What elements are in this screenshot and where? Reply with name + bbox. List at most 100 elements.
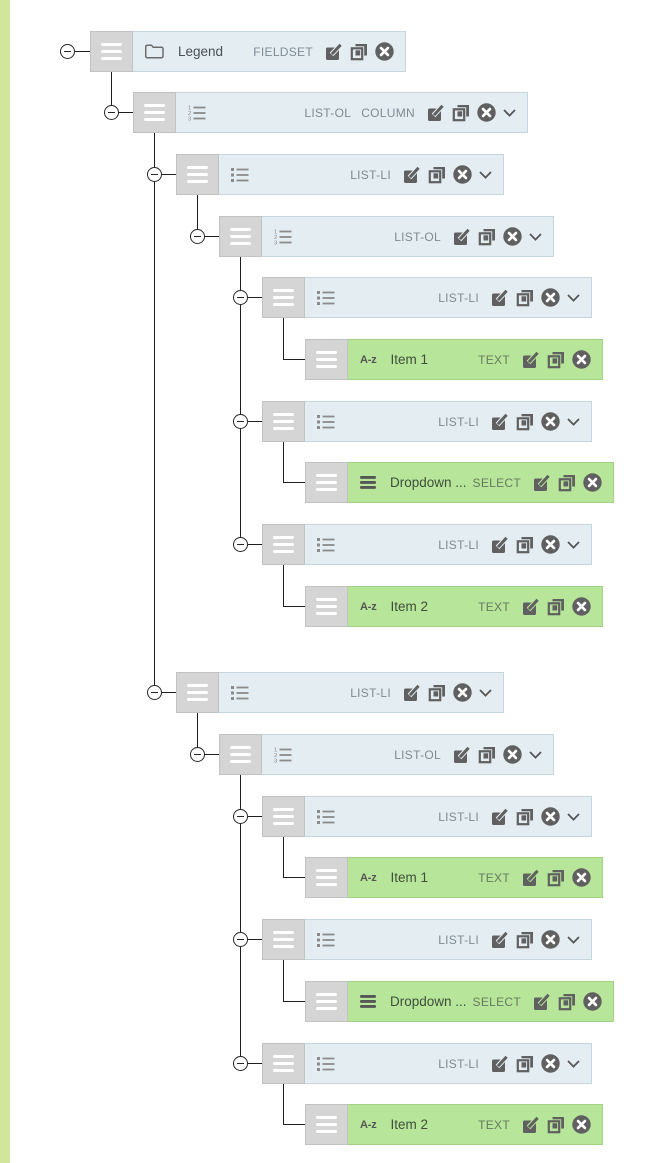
drag-handle[interactable]	[262, 919, 305, 960]
delete-icon[interactable]	[572, 597, 591, 616]
edit-icon[interactable]	[403, 684, 421, 702]
edit-icon[interactable]	[491, 808, 509, 826]
chevron-down-icon[interactable]	[529, 233, 542, 241]
edit-icon[interactable]	[491, 413, 509, 431]
delete-icon[interactable]	[477, 103, 496, 122]
copy-icon[interactable]	[516, 808, 534, 826]
delete-icon[interactable]	[503, 227, 522, 246]
copy-icon[interactable]	[350, 43, 368, 61]
delete-icon[interactable]	[541, 1054, 560, 1073]
collapse-toggle[interactable]	[147, 685, 162, 700]
delete-icon[interactable]	[583, 473, 602, 492]
drag-handle[interactable]	[262, 277, 305, 318]
drag-handle[interactable]	[176, 672, 219, 713]
drag-handle[interactable]	[262, 1043, 305, 1084]
copy-icon[interactable]	[478, 228, 496, 246]
edit-icon[interactable]	[427, 104, 445, 122]
copy-icon[interactable]	[547, 869, 565, 887]
edit-icon[interactable]	[491, 536, 509, 554]
chevron-down-icon[interactable]	[503, 109, 516, 117]
tree-node-text: A-z Item 1 TEXT	[305, 339, 603, 380]
copy-icon[interactable]	[516, 289, 534, 307]
copy-icon[interactable]	[516, 536, 534, 554]
drag-handle[interactable]	[305, 981, 348, 1022]
left-accent-strip	[0, 0, 10, 1163]
drag-handle[interactable]	[219, 216, 262, 257]
drag-handle[interactable]	[219, 734, 262, 775]
chevron-down-icon[interactable]	[567, 418, 580, 426]
collapse-toggle[interactable]	[233, 809, 248, 824]
edit-icon[interactable]	[491, 1055, 509, 1073]
delete-icon[interactable]	[541, 288, 560, 307]
edit-icon[interactable]	[522, 1116, 540, 1134]
edit-icon[interactable]	[533, 474, 551, 492]
delete-icon[interactable]	[453, 683, 472, 702]
chevron-down-icon[interactable]	[567, 294, 580, 302]
delete-icon[interactable]	[503, 745, 522, 764]
copy-icon[interactable]	[516, 1055, 534, 1073]
collapse-toggle[interactable]	[147, 167, 162, 182]
delete-icon[interactable]	[541, 930, 560, 949]
drag-handle[interactable]	[305, 857, 348, 898]
type-label: LIST-LI	[350, 685, 391, 700]
drag-handle[interactable]	[305, 1104, 348, 1145]
copy-icon[interactable]	[428, 684, 446, 702]
drag-handle[interactable]	[262, 796, 305, 837]
collapse-toggle[interactable]	[190, 229, 205, 244]
delete-icon[interactable]	[583, 992, 602, 1011]
delete-icon[interactable]	[572, 350, 591, 369]
copy-icon[interactable]	[478, 746, 496, 764]
edit-icon[interactable]	[522, 869, 540, 887]
chevron-down-icon[interactable]	[479, 689, 492, 697]
delete-icon[interactable]	[453, 165, 472, 184]
edit-icon[interactable]	[403, 166, 421, 184]
collapse-toggle[interactable]	[233, 1056, 248, 1071]
chevron-down-icon[interactable]	[567, 541, 580, 549]
collapse-toggle[interactable]	[104, 105, 119, 120]
copy-icon[interactable]	[547, 1116, 565, 1134]
chevron-down-icon[interactable]	[567, 813, 580, 821]
copy-icon[interactable]	[452, 104, 470, 122]
chevron-down-icon[interactable]	[529, 751, 542, 759]
delete-icon[interactable]	[572, 1115, 591, 1134]
grip-icon	[316, 357, 337, 362]
edit-icon[interactable]	[491, 289, 509, 307]
chevron-down-icon[interactable]	[567, 936, 580, 944]
edit-icon[interactable]	[325, 43, 343, 61]
collapse-toggle[interactable]	[190, 747, 205, 762]
drag-handle[interactable]	[90, 31, 133, 72]
tree-node-text: A-z Item 2 TEXT	[305, 1104, 603, 1145]
delete-icon[interactable]	[541, 412, 560, 431]
edit-icon[interactable]	[491, 931, 509, 949]
drag-handle[interactable]	[262, 401, 305, 442]
collapse-toggle[interactable]	[233, 414, 248, 429]
copy-icon[interactable]	[547, 598, 565, 616]
drag-handle[interactable]	[305, 339, 348, 380]
copy-icon[interactable]	[516, 931, 534, 949]
edit-icon[interactable]	[522, 598, 540, 616]
delete-icon[interactable]	[541, 535, 560, 554]
drag-handle[interactable]	[262, 524, 305, 565]
drag-handle[interactable]	[176, 154, 219, 195]
edit-icon[interactable]	[522, 351, 540, 369]
copy-icon[interactable]	[558, 474, 576, 492]
collapse-toggle[interactable]	[233, 932, 248, 947]
delete-icon[interactable]	[572, 868, 591, 887]
chevron-down-icon[interactable]	[567, 1060, 580, 1068]
collapse-toggle[interactable]	[59, 44, 75, 59]
chevron-down-icon[interactable]	[479, 171, 492, 179]
edit-icon[interactable]	[453, 228, 471, 246]
delete-icon[interactable]	[541, 807, 560, 826]
collapse-toggle[interactable]	[233, 290, 248, 305]
copy-icon[interactable]	[516, 413, 534, 431]
edit-icon[interactable]	[533, 993, 551, 1011]
drag-handle[interactable]	[133, 92, 176, 133]
drag-handle[interactable]	[305, 586, 348, 627]
copy-icon[interactable]	[428, 166, 446, 184]
copy-icon[interactable]	[547, 351, 565, 369]
delete-icon[interactable]	[375, 42, 394, 61]
copy-icon[interactable]	[558, 993, 576, 1011]
collapse-toggle[interactable]	[233, 537, 248, 552]
edit-icon[interactable]	[453, 746, 471, 764]
drag-handle[interactable]	[305, 462, 348, 503]
